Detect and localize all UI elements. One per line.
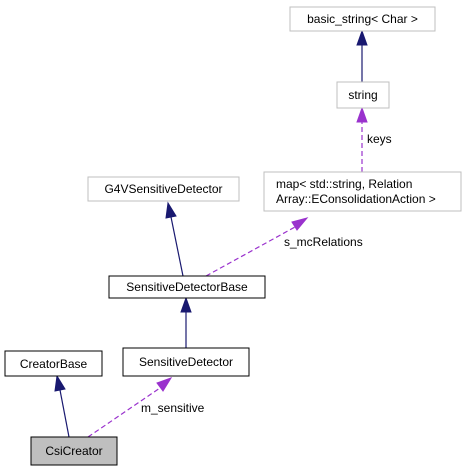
edge-m-sensitive: m_sensitive	[87, 377, 205, 438]
node-label-sensitivedetectorbase: SensitiveDetectorBase	[126, 280, 248, 294]
node-csicreator[interactable]: CsiCreator	[30, 436, 118, 466]
node-label-sensitivedetector: SensitiveDetector	[139, 355, 233, 369]
edge-keys: keys	[356, 106, 392, 172]
node-label-csicreator: CsiCreator	[45, 444, 102, 458]
edge-inherit-csi	[54, 374, 70, 438]
edge-s-mcrelations: s_mcRelations	[205, 217, 363, 277]
node-label-g4vsensitivedetector: G4VSensitiveDetector	[104, 182, 222, 196]
node-string[interactable]: string	[336, 81, 390, 109]
edge-inherit-basic-string	[356, 29, 368, 82]
node-label-map-line1: map< std::string, Relation	[276, 177, 412, 191]
edge-inherit-sd	[180, 296, 192, 348]
node-sensitivedetector[interactable]: SensitiveDetector	[122, 347, 250, 377]
node-label-string: string	[348, 88, 377, 102]
node-label-basic-string: basic_string< Char >	[307, 12, 418, 26]
node-creatorbase[interactable]: CreatorBase	[4, 350, 103, 377]
edge-inherit-g4vsd	[165, 201, 184, 277]
edge-label-m-sensitive: m_sensitive	[141, 401, 205, 415]
node-sensitivedetectorbase[interactable]: SensitiveDetectorBase	[108, 275, 266, 299]
node-map[interactable]: map< std::string, Relation Array::EConso…	[263, 171, 462, 212]
node-label-creatorbase: CreatorBase	[20, 357, 88, 371]
node-basic-string[interactable]: basic_string< Char >	[289, 6, 436, 32]
node-g4vsensitivedetector[interactable]: G4VSensitiveDetector	[87, 176, 240, 202]
edge-label-keys: keys	[367, 132, 392, 146]
node-label-map-line2: Array::EConsolidationAction >	[276, 192, 436, 206]
edge-label-s-mcrelations: s_mcRelations	[284, 235, 363, 249]
